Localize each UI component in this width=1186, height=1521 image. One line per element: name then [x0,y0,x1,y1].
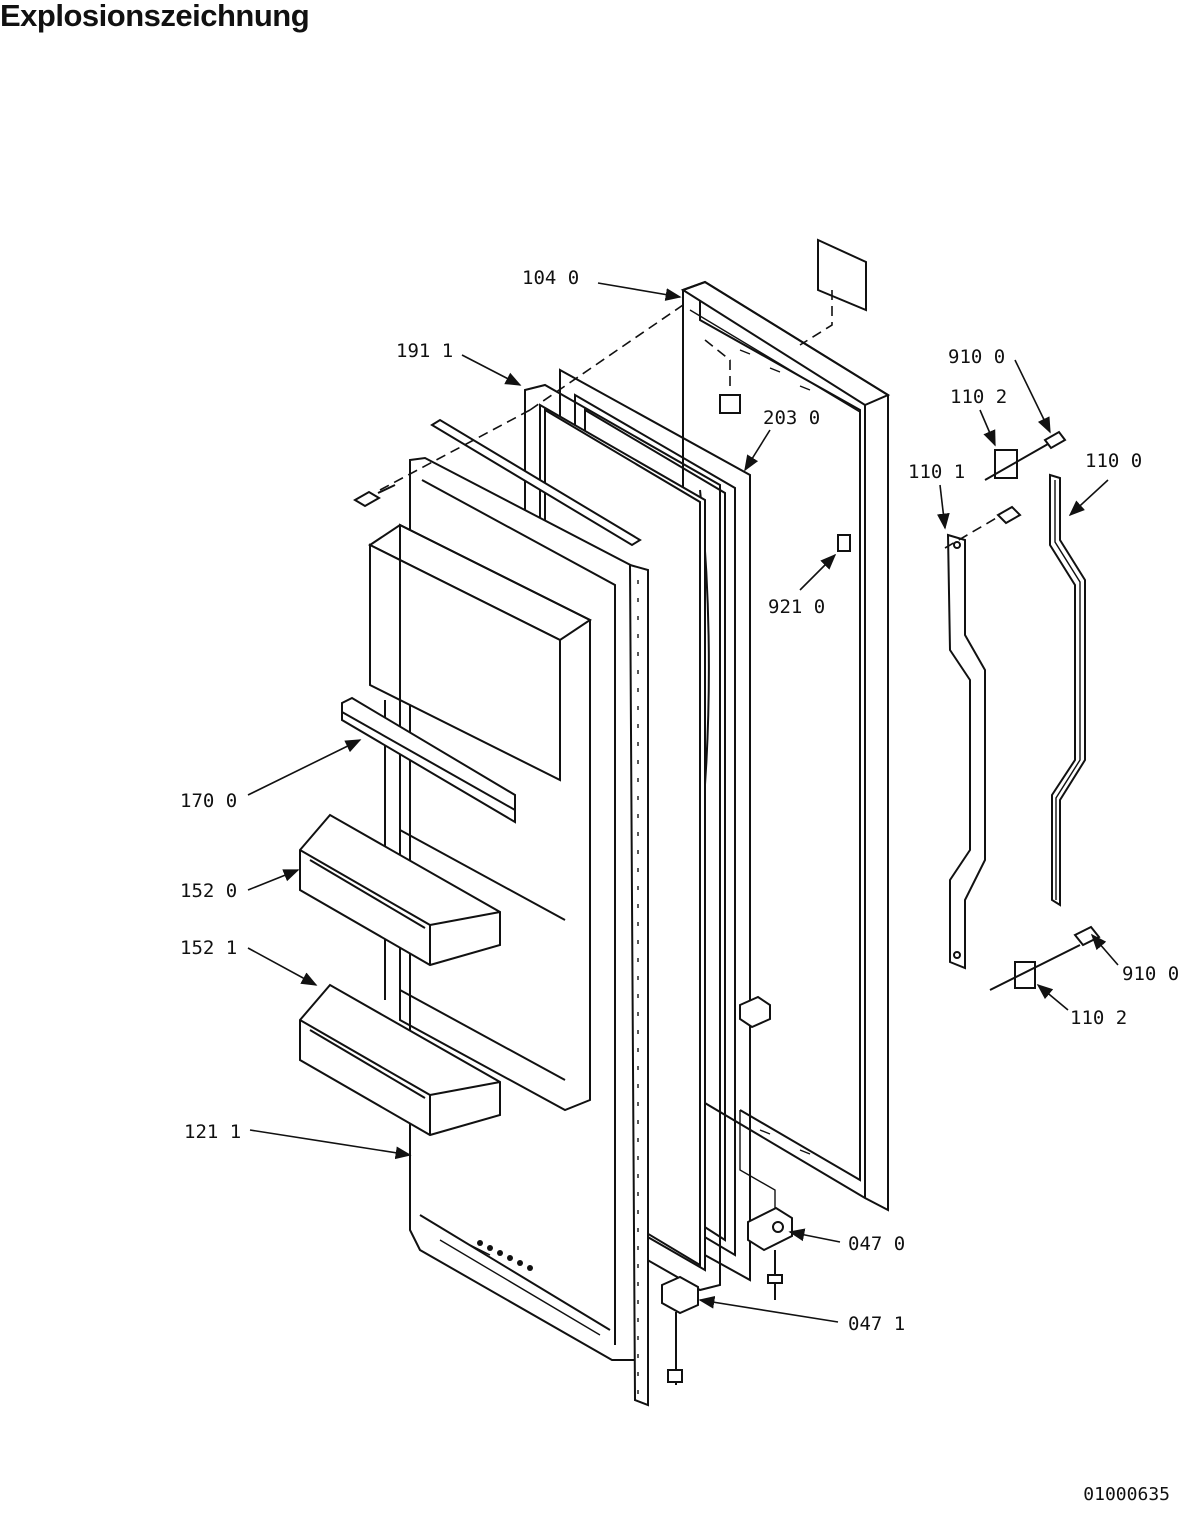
hinge-bushing [704,339,741,414]
trim-strip [628,563,649,1407]
page-title: Explosionszeichnung [0,0,310,33]
label-910-0-top: 910 0 [948,346,1005,368]
label-104-0: 104 0 [522,267,579,289]
label-152-1: 152 1 [180,937,237,959]
lower-hinge [661,1275,699,1385]
liner-dots [477,1240,533,1271]
label-047-0: 047 0 [848,1233,905,1255]
shelf-bar [341,696,516,824]
label-921-0: 921 0 [768,596,825,618]
top-rail [353,304,684,547]
handle-clip-bottom [989,925,1101,991]
label-110-1: 110 1 [908,461,965,483]
label-121-1: 121 1 [184,1121,241,1143]
label-047-1: 047 1 [848,1313,905,1335]
leader-lines [247,282,1119,1323]
label-910-0-bottom: 910 0 [1122,963,1179,985]
label-110-0: 110 0 [1085,450,1142,472]
handle-strip [1049,473,1086,907]
handle-clip-top [984,430,1067,481]
label-152-0: 152 0 [180,880,237,902]
screw-top [944,505,1022,549]
handle-bar [946,533,986,970]
label-110-2-bottom: 110 2 [1070,1007,1127,1029]
document-number: 01000635 [1083,1484,1170,1505]
label-191-1: 191 1 [396,340,453,362]
door-stop [739,995,771,1029]
label-203-0: 203 0 [763,407,820,429]
label-110-2-top: 110 2 [950,386,1007,408]
label-plate [799,238,867,346]
door-bin-lower [299,983,501,1137]
label-170-0: 170 0 [180,790,237,812]
door-bin-upper [299,813,501,967]
